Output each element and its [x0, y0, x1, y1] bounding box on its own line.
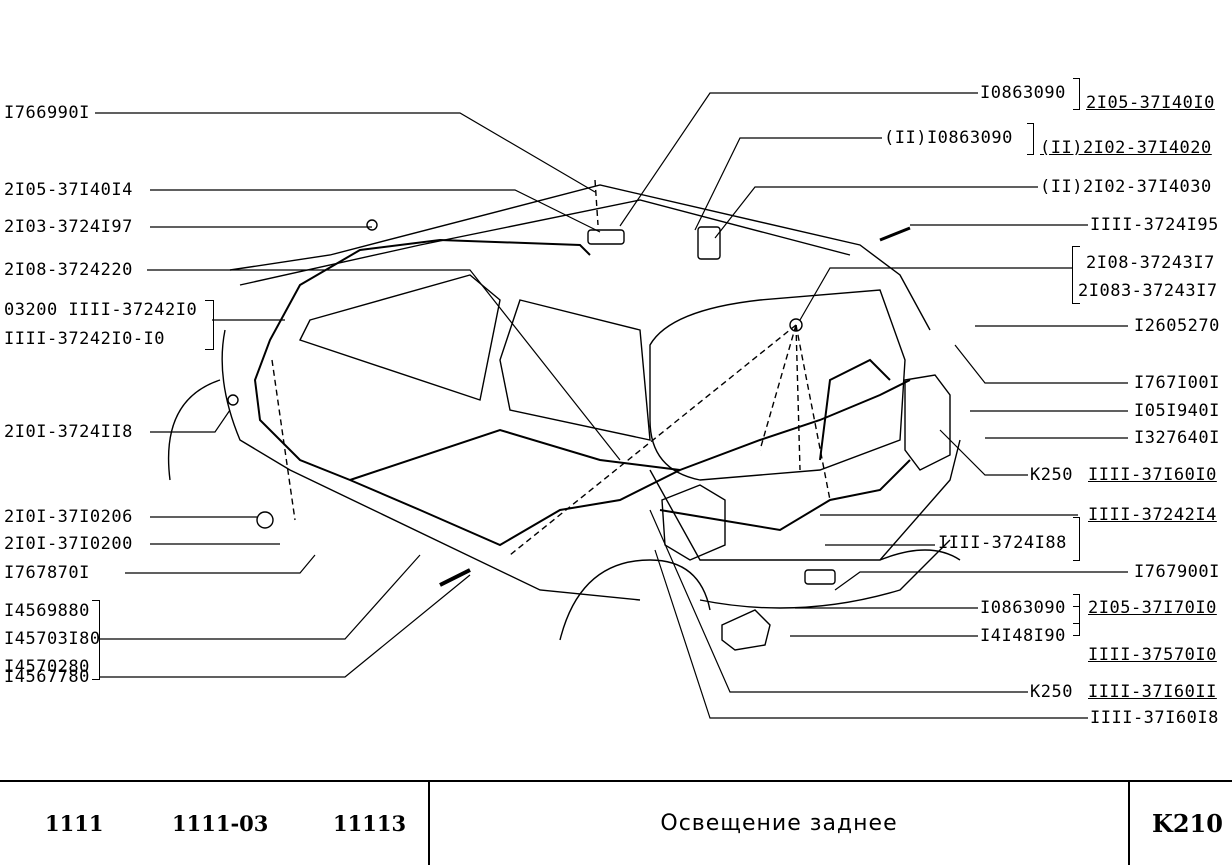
- clip-left: [366, 219, 378, 231]
- model-11113: 11113: [333, 811, 407, 836]
- fog-lamp: [721, 609, 771, 651]
- part-label: 2I083-37243I7: [1078, 281, 1218, 301]
- part-label: I0863090: [980, 598, 1066, 618]
- rear-bumper: [699, 539, 951, 609]
- part-label: I45703I80: [4, 629, 101, 649]
- title-block: 1111 1111-03 11113 Освещение заднее K210: [0, 780, 1232, 865]
- part-label: I767I00I: [1134, 373, 1220, 393]
- part-label: I0863090: [980, 83, 1066, 103]
- part-label: I766990I: [4, 103, 90, 123]
- bolt-right: [879, 226, 911, 242]
- harness-main: [253, 238, 911, 547]
- bolt-lower: [439, 568, 471, 587]
- part-label: 2I05-37I40I4: [4, 180, 133, 200]
- part-label: 2I0I-37I0206: [4, 507, 133, 527]
- model-1111: 1111: [45, 811, 104, 836]
- label-bracket: [1072, 246, 1080, 304]
- wheel-arch: [559, 559, 711, 641]
- assembly-label: 2I05-37I70I0: [1088, 598, 1217, 618]
- wiring-diagram: [95, 92, 1128, 719]
- assembly-label: IIII-37I60I0: [1088, 465, 1217, 485]
- part-label: I767870I: [4, 563, 90, 583]
- assembly-label: IIII-37I60II: [1088, 682, 1217, 702]
- page-title: Освещение заднее: [660, 811, 898, 836]
- side-lamp: [697, 226, 721, 260]
- part-label: K250: [1030, 682, 1073, 702]
- rear-wheel-right: [879, 549, 961, 561]
- label-bracket: [1073, 78, 1080, 110]
- part-label: I4567780: [4, 667, 90, 687]
- rear-window: [649, 289, 906, 481]
- part-label: 2I08-3724220: [4, 260, 133, 280]
- harness-rear: [659, 459, 911, 532]
- part-label: I327640I: [1134, 428, 1220, 448]
- part-label: I4570280: [4, 657, 90, 677]
- part-label: IIII-37I60I8: [1090, 708, 1219, 728]
- part-label: K250: [1030, 465, 1073, 485]
- car-roof-outline: [229, 184, 931, 331]
- assembly-label: IIII-37570I0: [1088, 645, 1217, 665]
- label-bracket: [1073, 517, 1080, 561]
- tail-light-right: [904, 374, 951, 471]
- divider: [428, 782, 430, 865]
- part-label: 2I0I-37I0200: [4, 534, 133, 554]
- page-code: K210: [1152, 809, 1223, 838]
- side-window-front: [299, 274, 501, 401]
- label-bracket: [92, 600, 100, 680]
- divider: [1128, 782, 1130, 865]
- car-side-outline: [221, 329, 641, 601]
- rear-panel: [649, 439, 961, 561]
- part-label: I05I940I: [1134, 401, 1220, 421]
- part-label: (II)I0863090: [884, 128, 1013, 148]
- part-label: 2I08-37243I7: [1086, 253, 1215, 273]
- harness-floor: [349, 428, 681, 481]
- license-lamp: [804, 569, 836, 585]
- part-label: IIII-3724I88: [938, 533, 1067, 553]
- part-label: 2I0I-3724II8: [4, 422, 133, 442]
- assembly-label: 2I05-37I40I0: [1086, 93, 1215, 113]
- car-roof-inner: [239, 199, 851, 286]
- dome-lamp: [587, 229, 625, 245]
- model-1111-03: 1111-03: [172, 811, 269, 836]
- part-label: IIII-3724I95: [1090, 215, 1219, 235]
- part-label: I4I48I90: [980, 626, 1066, 646]
- part-label: I2605270: [1134, 316, 1220, 336]
- part-label: 03200 IIII-37242I0: [4, 300, 198, 320]
- part-label: 2I03-3724I97: [4, 217, 133, 237]
- label-bracket: [1073, 606, 1080, 636]
- side-window-rear: [499, 299, 651, 441]
- part-label: I767900I: [1134, 562, 1220, 582]
- part-label: I4569880: [4, 601, 90, 621]
- clip-left2: [227, 394, 239, 406]
- part-label: (II)2I02-37I4030: [1040, 177, 1212, 197]
- front-wheel-arch: [167, 379, 221, 481]
- assembly-label: (II)2I02-37I4020: [1040, 138, 1212, 158]
- part-label: IIII-37242I0-I0: [4, 329, 166, 349]
- assembly-label: IIII-37242I4: [1088, 505, 1217, 525]
- label-bracket: [205, 300, 214, 350]
- harness-tail: [819, 358, 891, 461]
- connector-left: [256, 511, 274, 529]
- label-bracket: [1027, 123, 1034, 155]
